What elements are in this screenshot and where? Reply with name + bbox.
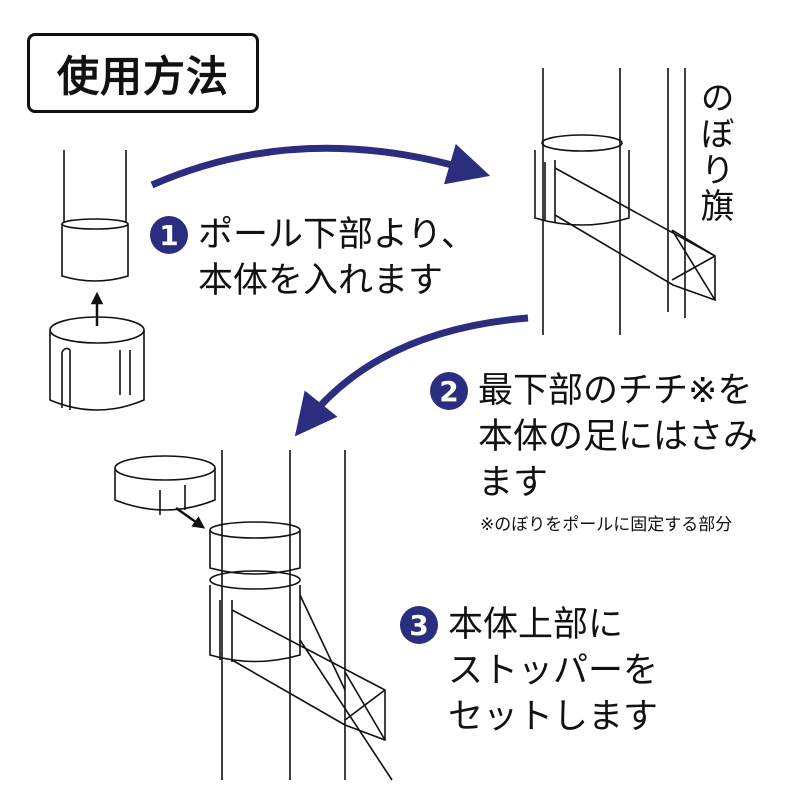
pole-with-sleeve [61,150,129,282]
step-1-line-2: 本体を入れます [198,261,444,301]
step-2-text: 最下部のチチ※を 本体の足にはさみ ます [478,368,758,506]
stopper-ring [114,455,216,515]
step-3-line-3: セットします [448,697,659,737]
step-2-line-1: 最下部のチチ※を [478,371,753,411]
step-3-badge: 3 [400,606,438,644]
step-1-text: ポール下部より、 本体を入れます [198,212,476,304]
holder-part [49,316,145,411]
pole-with-stopper [209,450,393,781]
curved-arrow-1-icon [150,143,491,189]
step-3-line-2: ストッパーを [448,651,659,691]
step-1-badge: 1 [150,216,188,254]
diagonal-arrow-icon [175,506,206,529]
pole-with-flag [534,68,716,335]
flag-label: のぼり旗 [694,80,734,224]
step-2-line-3: ます [478,463,549,503]
step-3-text: 本体上部に ストッパーを セットします [448,602,658,740]
footnote: ※のぼりをポールに固定する部分 [480,515,733,535]
step-3-line-1: 本体上部に [448,605,624,645]
step-2-badge: 2 [430,372,468,410]
step-2-line-2: 本体の足にはさみ [478,417,759,457]
page-title: 使用方法 [27,33,259,113]
step-1-line-1: ポール下部より、 [198,215,476,255]
curved-arrow-2-icon [294,314,529,437]
